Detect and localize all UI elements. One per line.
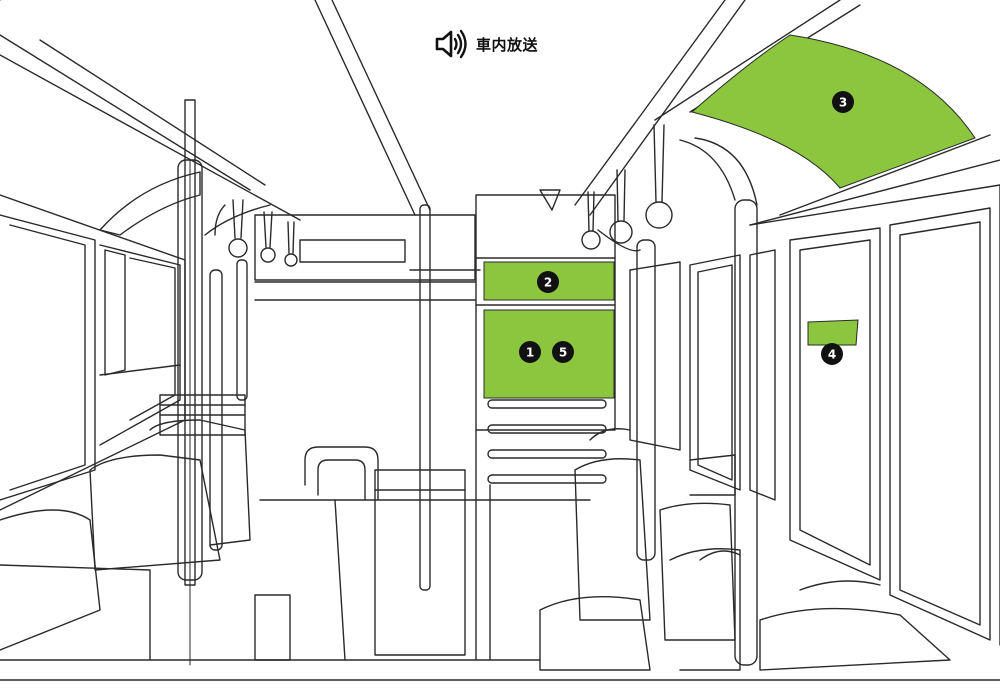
highlight-area-1-5 — [483, 309, 615, 399]
front-partition — [475, 194, 616, 661]
header-title: 車内放送 — [476, 35, 539, 54]
floor — [0, 659, 1000, 681]
marker-2: 2 — [537, 271, 559, 293]
grab-poles — [177, 99, 758, 666]
marker-4: 4 — [821, 343, 843, 365]
svg-text:1: 1 — [526, 346, 534, 360]
hand-straps — [228, 124, 673, 267]
announcement-header: 車内放送 — [434, 24, 538, 64]
marker-5: 5 — [552, 341, 574, 363]
passenger-seats — [0, 419, 951, 671]
rear-equipment — [254, 446, 591, 661]
svg-text:5: 5 — [559, 346, 567, 360]
rear-wall — [159, 214, 481, 436]
marker-1: 1 — [519, 341, 541, 363]
svg-text:2: 2 — [544, 276, 552, 290]
left-windows — [0, 194, 186, 511]
highlight-area-3 — [690, 34, 976, 189]
svg-text:3: 3 — [839, 96, 847, 110]
marker-3: 3 — [832, 91, 854, 113]
right-windows — [629, 184, 1000, 646]
speaker-icon — [435, 29, 467, 59]
svg-text:4: 4 — [828, 348, 836, 362]
highlight-area-4 — [807, 319, 859, 346]
